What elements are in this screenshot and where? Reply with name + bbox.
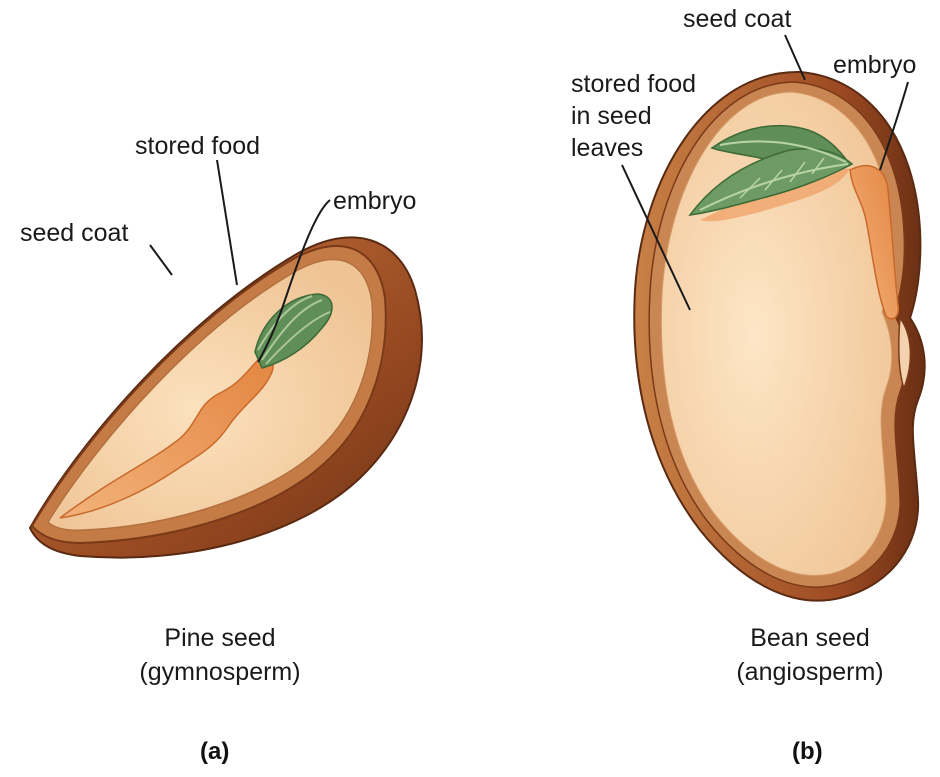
- bean-embryo-label: embryo: [833, 50, 916, 80]
- panel-b-letter: (b): [792, 738, 823, 766]
- pine-stored-food-leader: [217, 160, 237, 285]
- bean-stored-food-label-line2: in seed: [571, 101, 652, 131]
- bean-stored-food-label-line1: stored food: [571, 69, 696, 99]
- panel-a-letter: (a): [200, 738, 229, 766]
- bean-seed-coat-label: seed coat: [683, 4, 791, 34]
- bean-seed: [622, 35, 925, 601]
- pine-stored-food-label: stored food: [135, 131, 260, 161]
- pine-seed-coat-leader: [150, 245, 172, 275]
- pine-caption-line2: (gymnosperm): [100, 656, 340, 688]
- bean-caption-line1: Bean seed: [690, 622, 930, 654]
- bean-stored-food-label-line3: leaves: [571, 133, 643, 163]
- pine-embryo-label: embryo: [333, 186, 416, 216]
- pine-seed-coat-label: seed coat: [20, 218, 128, 248]
- bean-caption-line2: (angiosperm): [690, 656, 930, 688]
- pine-caption-line1: Pine seed: [100, 622, 340, 654]
